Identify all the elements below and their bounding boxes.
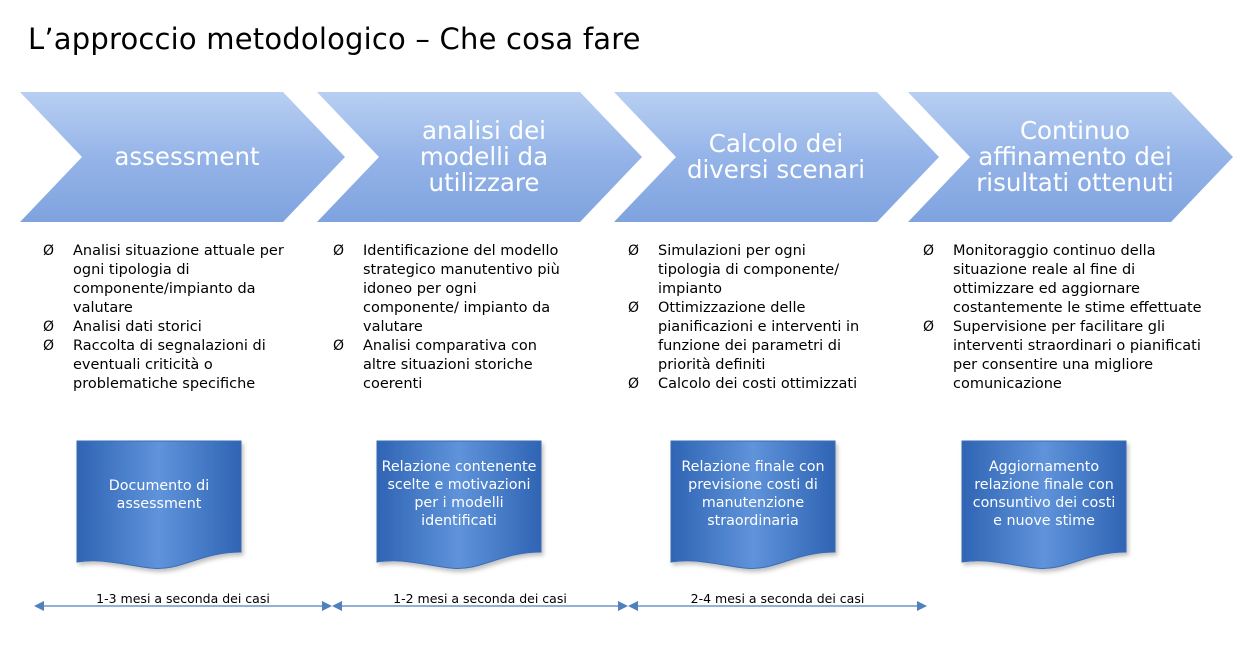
list-item: Analisi dati storici xyxy=(43,318,288,337)
list-item: Analisi comparativa con altre situazioni… xyxy=(333,337,573,394)
list-item: Monitoraggio continuo della situazione r… xyxy=(923,242,1208,318)
deliverable-1-text: Documento di assessment xyxy=(108,478,210,512)
duration-label-1: 1-3 mesi a seconda dei casi xyxy=(96,591,270,606)
document-icon xyxy=(76,440,242,570)
document-icon xyxy=(376,440,542,570)
deliverable-2-text: Relazione contenente scelte e motivazion… xyxy=(381,459,537,529)
chevron-step-3 xyxy=(614,92,939,222)
step-4-bullets: Monitoraggio continuo della situazione r… xyxy=(923,242,1208,394)
duration-label-2: 1-2 mesi a seconda dei casi xyxy=(393,591,567,606)
document-icon xyxy=(670,440,836,570)
chevron-step-1 xyxy=(20,92,345,222)
step-1-label: assessment xyxy=(114,141,260,171)
list-item: Identificazione del modello strategico m… xyxy=(333,242,573,337)
deliverable-3-text: Relazione finale con previsione costi di… xyxy=(681,459,825,529)
chevron-step-2 xyxy=(317,92,642,222)
duration-label-3: 2-4 mesi a seconda dei casi xyxy=(690,591,865,606)
step-2-label: analisi dei modelli da utilizzare xyxy=(419,115,549,198)
list-item: Ottimizzazione delle pianificazioni e in… xyxy=(628,299,873,375)
deliverable-4-text: Aggiornamento relazione finale con consu… xyxy=(972,459,1116,529)
step-3-label: Calcolo dei diversi scenari xyxy=(686,128,866,184)
step-3-bullets: Simulazioni per ogni tipologia di compon… xyxy=(628,242,873,394)
step-1-bullets: Analisi situazione attuale per ogni tipo… xyxy=(43,242,288,394)
list-item: Calcolo dei costi ottimizzati xyxy=(628,375,873,394)
step-2-bullets: Identificazione del modello strategico m… xyxy=(333,242,573,394)
document-icon xyxy=(961,440,1127,570)
page-title: L’approccio metodologico – Che cosa fare xyxy=(28,22,641,56)
list-item: Raccolta di segnalazioni di eventuali cr… xyxy=(43,337,288,394)
step-4-label: Continuo affinamento dei risultati otten… xyxy=(976,115,1174,198)
list-item: Analisi situazione attuale per ogni tipo… xyxy=(43,242,288,318)
list-item: Supervisione per facilitare gli interven… xyxy=(923,318,1208,394)
list-item: Simulazioni per ogni tipologia di compon… xyxy=(628,242,873,299)
chevron-step-4 xyxy=(908,92,1233,222)
